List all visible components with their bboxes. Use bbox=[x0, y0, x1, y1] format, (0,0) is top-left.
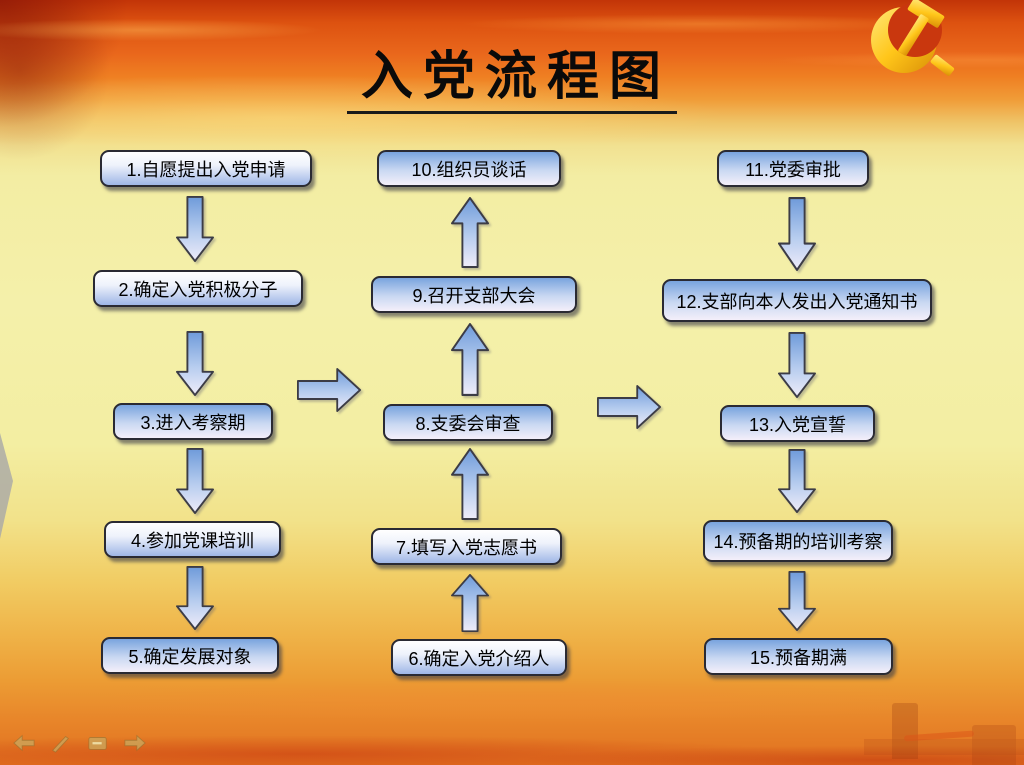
flow-step-13: 13.入党宣誓 bbox=[720, 405, 875, 442]
page-title-text: 入党流程图 bbox=[346, 34, 677, 114]
menu-box-icon[interactable] bbox=[87, 733, 109, 753]
arrow-down-3-4-icon bbox=[176, 448, 214, 514]
arrow-down-2-3-icon bbox=[176, 331, 214, 396]
wall-tower bbox=[892, 703, 918, 759]
next-slide-arrow-icon[interactable] bbox=[124, 733, 146, 753]
arrow-up-7-8-icon bbox=[451, 448, 489, 520]
flow-step-14: 14.预备期的培训考察 bbox=[703, 520, 893, 562]
arrow-up-8-9-icon bbox=[451, 323, 489, 396]
wall-rampart bbox=[864, 739, 1024, 755]
flow-step-9: 9.召开支部大会 bbox=[371, 276, 577, 313]
arrow-right-middle-to-right-icon bbox=[597, 384, 661, 430]
slideshow-toolbar bbox=[13, 733, 146, 753]
wall-tower bbox=[972, 725, 1016, 765]
arrow-down-13-14-icon bbox=[778, 449, 816, 513]
flow-step-15: 15.预备期满 bbox=[704, 638, 893, 675]
arrow-down-4-5-icon bbox=[176, 566, 214, 630]
flow-step-11: 11.党委审批 bbox=[717, 150, 869, 187]
flow-step-2: 2.确定入党积极分子 bbox=[93, 270, 303, 307]
flow-step-5: 5.确定发展对象 bbox=[101, 637, 279, 674]
arrow-down-12-13-icon bbox=[778, 332, 816, 398]
flow-step-8: 8.支委会审查 bbox=[383, 404, 553, 441]
arrow-down-14-15-icon bbox=[778, 571, 816, 631]
flow-step-1: 1.自愿提出入党申请 bbox=[100, 150, 312, 187]
arrow-down-1-2-icon bbox=[176, 196, 214, 262]
great-wall-silhouette bbox=[864, 685, 1024, 765]
arrow-right-left-to-middle-icon bbox=[297, 367, 361, 413]
pen-tool-icon[interactable] bbox=[50, 733, 72, 753]
previous-slide-arrow-icon[interactable] bbox=[13, 733, 35, 753]
arrow-up-6-7-icon bbox=[451, 574, 489, 632]
flow-step-3: 3.进入考察期 bbox=[113, 403, 273, 440]
flow-step-4: 4.参加党课培训 bbox=[104, 521, 281, 558]
flow-step-10: 10.组织员谈话 bbox=[377, 150, 561, 187]
arrow-up-9-10-icon bbox=[451, 197, 489, 268]
page-title: 入党流程图 bbox=[0, 34, 1024, 114]
party-emblem-icon bbox=[848, 0, 1018, 83]
flow-step-7: 7.填写入党志愿书 bbox=[371, 528, 562, 565]
arrow-down-11-12-icon bbox=[778, 197, 816, 271]
flow-step-12: 12.支部向本人发出入党通知书 bbox=[662, 279, 932, 322]
left-edge-mountain-shape bbox=[0, 433, 13, 539]
flow-step-6: 6.确定入党介绍人 bbox=[391, 639, 567, 676]
